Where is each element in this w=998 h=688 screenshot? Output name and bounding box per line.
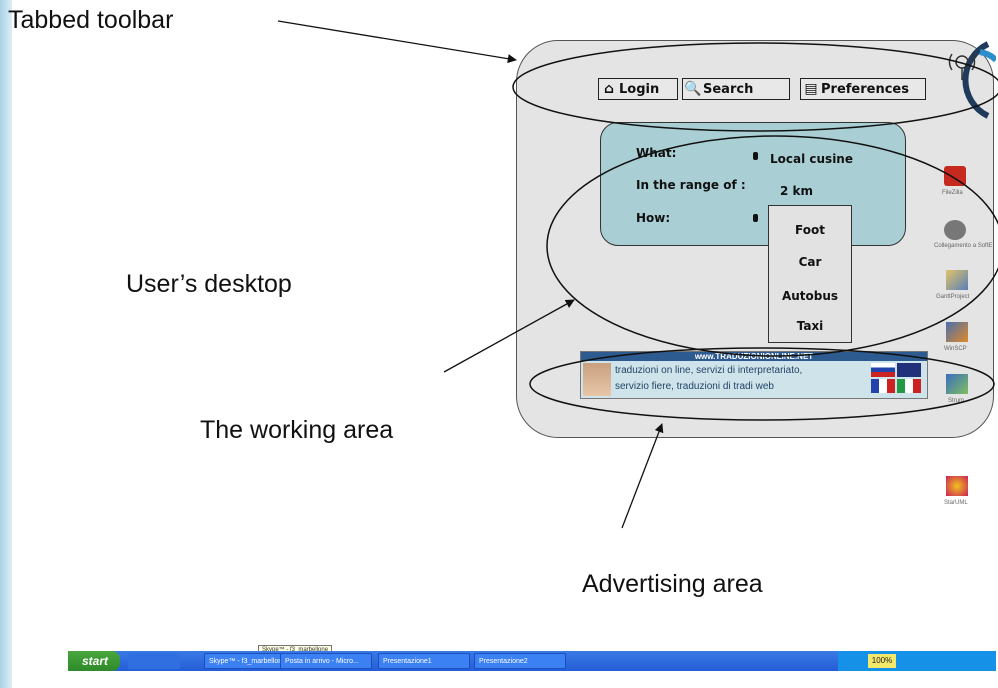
winscp-label: WinSCP	[944, 346, 967, 352]
system-tray: 100%	[838, 651, 996, 671]
zoom-indicator[interactable]: 100%	[868, 654, 896, 668]
winscp-icon[interactable]	[946, 322, 968, 342]
caption-advertising-area: Advertising area	[582, 570, 763, 598]
filezilla-label: FileZilla	[942, 190, 963, 196]
how-dropdown-list: Foot Car Autobus Taxi	[768, 205, 852, 343]
slide-left-accent-strip	[0, 0, 12, 688]
preferences-button[interactable]: ▤Preferences	[800, 78, 926, 100]
document-icon: ▤	[804, 81, 818, 97]
filezilla-icon[interactable]	[944, 166, 966, 186]
arrow-toolbar	[277, 20, 517, 64]
ad-person-photo	[583, 363, 611, 396]
ad-site-url: www.TRADUZIONIONLINE.NET	[581, 352, 927, 361]
range-value[interactable]: 2 km	[780, 184, 814, 198]
flag-uk-icon	[897, 363, 921, 377]
flag-russia-icon	[871, 363, 895, 377]
what-value[interactable]: Local cusine	[770, 152, 853, 166]
how-dropdown-marker[interactable]	[753, 214, 758, 222]
how-option-car[interactable]: Car	[798, 255, 822, 269]
network-icon[interactable]	[944, 220, 966, 240]
search-icon: 🔍	[684, 81, 702, 97]
taskbar-item-presentazione1[interactable]: Presentazione1	[378, 653, 470, 669]
network-label: Collegamento a SoftE	[934, 243, 993, 249]
ganttproject-label: GanttProject	[936, 294, 970, 300]
taskbar-item-presentazione2[interactable]: Presentazione2	[474, 653, 566, 669]
login-button[interactable]: ⌂ Login	[598, 78, 678, 100]
what-label: What:	[636, 146, 677, 160]
what-dropdown-marker[interactable]	[753, 152, 758, 160]
language-flags	[871, 363, 923, 395]
login-label: Login	[619, 82, 660, 97]
range-label: In the range of :	[636, 178, 746, 192]
caption-users-desktop: User’s desktop	[126, 270, 292, 298]
advertising-banner[interactable]: www.TRADUZIONIONLINE.NET traduzioni on l…	[580, 351, 928, 399]
how-label: How:	[636, 211, 671, 225]
computer-label: Strum	[948, 398, 965, 404]
search-button[interactable]: 🔍Search	[682, 78, 790, 100]
start-button[interactable]: start	[68, 651, 120, 671]
how-option-taxi[interactable]: Taxi	[796, 319, 824, 333]
caption-tabbed-toolbar: Tabbed toolbar	[8, 6, 174, 34]
staruml-label: StarUML	[944, 500, 968, 506]
home-icon: ⌂	[603, 81, 615, 97]
taskbar-item-mail[interactable]: Posta in arrivo - Micro...	[280, 653, 372, 669]
flag-italy-icon	[897, 379, 921, 393]
arrow-advertising	[621, 423, 664, 529]
search-label: Search	[703, 82, 754, 97]
ganttproject-icon[interactable]	[946, 270, 968, 290]
how-option-autobus[interactable]: Autobus	[781, 289, 839, 303]
staruml-icon[interactable]	[946, 476, 968, 496]
wifi-logo-icon	[948, 41, 996, 119]
ad-line-2: servizio fiere, traduzioni di tradi web	[615, 381, 774, 392]
ad-line-1: traduzioni on line, servizi di interpret…	[615, 365, 803, 376]
preferences-label: Preferences	[821, 82, 909, 97]
windows-taskbar: start Skype™ - f3_marbellone Posta in ar…	[68, 651, 996, 671]
flag-france-icon	[871, 379, 895, 393]
computer-icon[interactable]	[946, 374, 968, 394]
caption-working-area: The working area	[200, 416, 394, 444]
how-option-foot[interactable]: Foot	[795, 223, 825, 237]
quicklaunch-icons[interactable]	[128, 653, 180, 669]
